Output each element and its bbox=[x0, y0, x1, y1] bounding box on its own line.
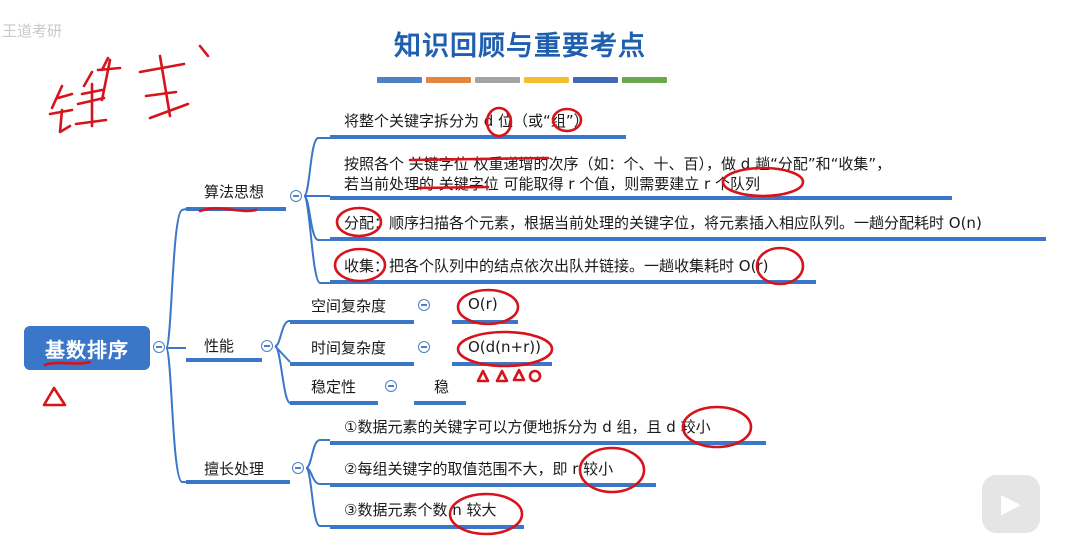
branch-performance-label[interactable]: 性能 bbox=[204, 337, 235, 355]
strength-item-1: ①数据元素的关键字可以方便地拆分为 d 组，且 d 较小 bbox=[344, 418, 711, 436]
leaf-underline bbox=[330, 483, 656, 487]
algorithm-item-1: 将整个关键字拆分为 d 位（或“组”） bbox=[344, 112, 589, 130]
branch-underline bbox=[186, 358, 262, 362]
stability-label[interactable]: 稳定性 bbox=[311, 378, 357, 396]
leaf-underline bbox=[452, 320, 518, 324]
stripe bbox=[475, 77, 520, 83]
stripe bbox=[524, 77, 569, 83]
stripe bbox=[622, 77, 667, 83]
leaf-underline bbox=[330, 280, 816, 284]
collapse-icon[interactable] bbox=[418, 341, 430, 353]
collapse-icon[interactable] bbox=[290, 190, 302, 202]
leaf-underline bbox=[290, 401, 378, 405]
collapse-icon[interactable] bbox=[385, 380, 397, 392]
time-complexity-label[interactable]: 时间复杂度 bbox=[311, 339, 387, 357]
play-button[interactable]: ▶ bbox=[982, 475, 1040, 533]
stripe bbox=[377, 77, 422, 83]
strength-item-2: ②每组关键字的取值范围不大，即 r 较小 bbox=[344, 460, 614, 478]
collapse-icon[interactable] bbox=[261, 340, 273, 352]
branch-underline bbox=[186, 480, 290, 484]
branch-algorithm-label[interactable]: 算法思想 bbox=[204, 183, 265, 201]
stability-value: 稳 bbox=[434, 378, 450, 396]
leaf-underline bbox=[330, 135, 626, 139]
algorithm-item-3: 若当前处理的 关键字位 可能取得 r 个值，则需要建立 r 个队列 bbox=[344, 175, 760, 193]
leaf-underline bbox=[452, 362, 552, 366]
page-title: 知识回顾与重要考点 bbox=[394, 31, 646, 62]
stripe bbox=[426, 77, 471, 83]
time-complexity-value: O(d(n+r)) bbox=[468, 338, 541, 356]
root-node-radix-sort[interactable]: 基数排序 bbox=[24, 326, 150, 370]
algorithm-item-4: 分配：顺序扫描各个元素，根据当前处理的关键字位，将元素插入相应队列。一趟分配耗时… bbox=[344, 214, 982, 232]
leaf-underline bbox=[290, 362, 414, 366]
space-complexity-value: O(r) bbox=[468, 295, 498, 313]
leaf-underline bbox=[330, 237, 1046, 241]
collapse-icon[interactable] bbox=[292, 462, 304, 474]
title-color-stripes bbox=[377, 77, 667, 83]
algorithm-item-5: 收集：把各个队列中的结点依次出队并链接。一趟收集耗时 O(r) bbox=[344, 257, 769, 275]
algorithm-item-2: 按照各个 关键字位 权重递增的次序（如：个、十、百），做 d 趟“分配”和“收集… bbox=[344, 155, 892, 173]
branch-underline bbox=[186, 207, 286, 211]
leaf-underline bbox=[414, 401, 466, 405]
leaf-underline bbox=[290, 320, 414, 324]
watermark-text: 王道考研 bbox=[2, 22, 63, 40]
leaf-underline bbox=[330, 525, 524, 529]
stripe bbox=[573, 77, 618, 83]
leaf-underline bbox=[330, 196, 952, 200]
collapse-icon[interactable] bbox=[153, 341, 165, 353]
branch-strengths-label[interactable]: 擅长处理 bbox=[204, 460, 265, 478]
leaf-underline bbox=[330, 441, 766, 445]
space-complexity-label[interactable]: 空间复杂度 bbox=[311, 297, 387, 315]
play-icon: ▶ bbox=[1001, 489, 1021, 519]
strength-item-3: ③数据元素个数 n 较大 bbox=[344, 501, 497, 519]
collapse-icon[interactable] bbox=[418, 299, 430, 311]
